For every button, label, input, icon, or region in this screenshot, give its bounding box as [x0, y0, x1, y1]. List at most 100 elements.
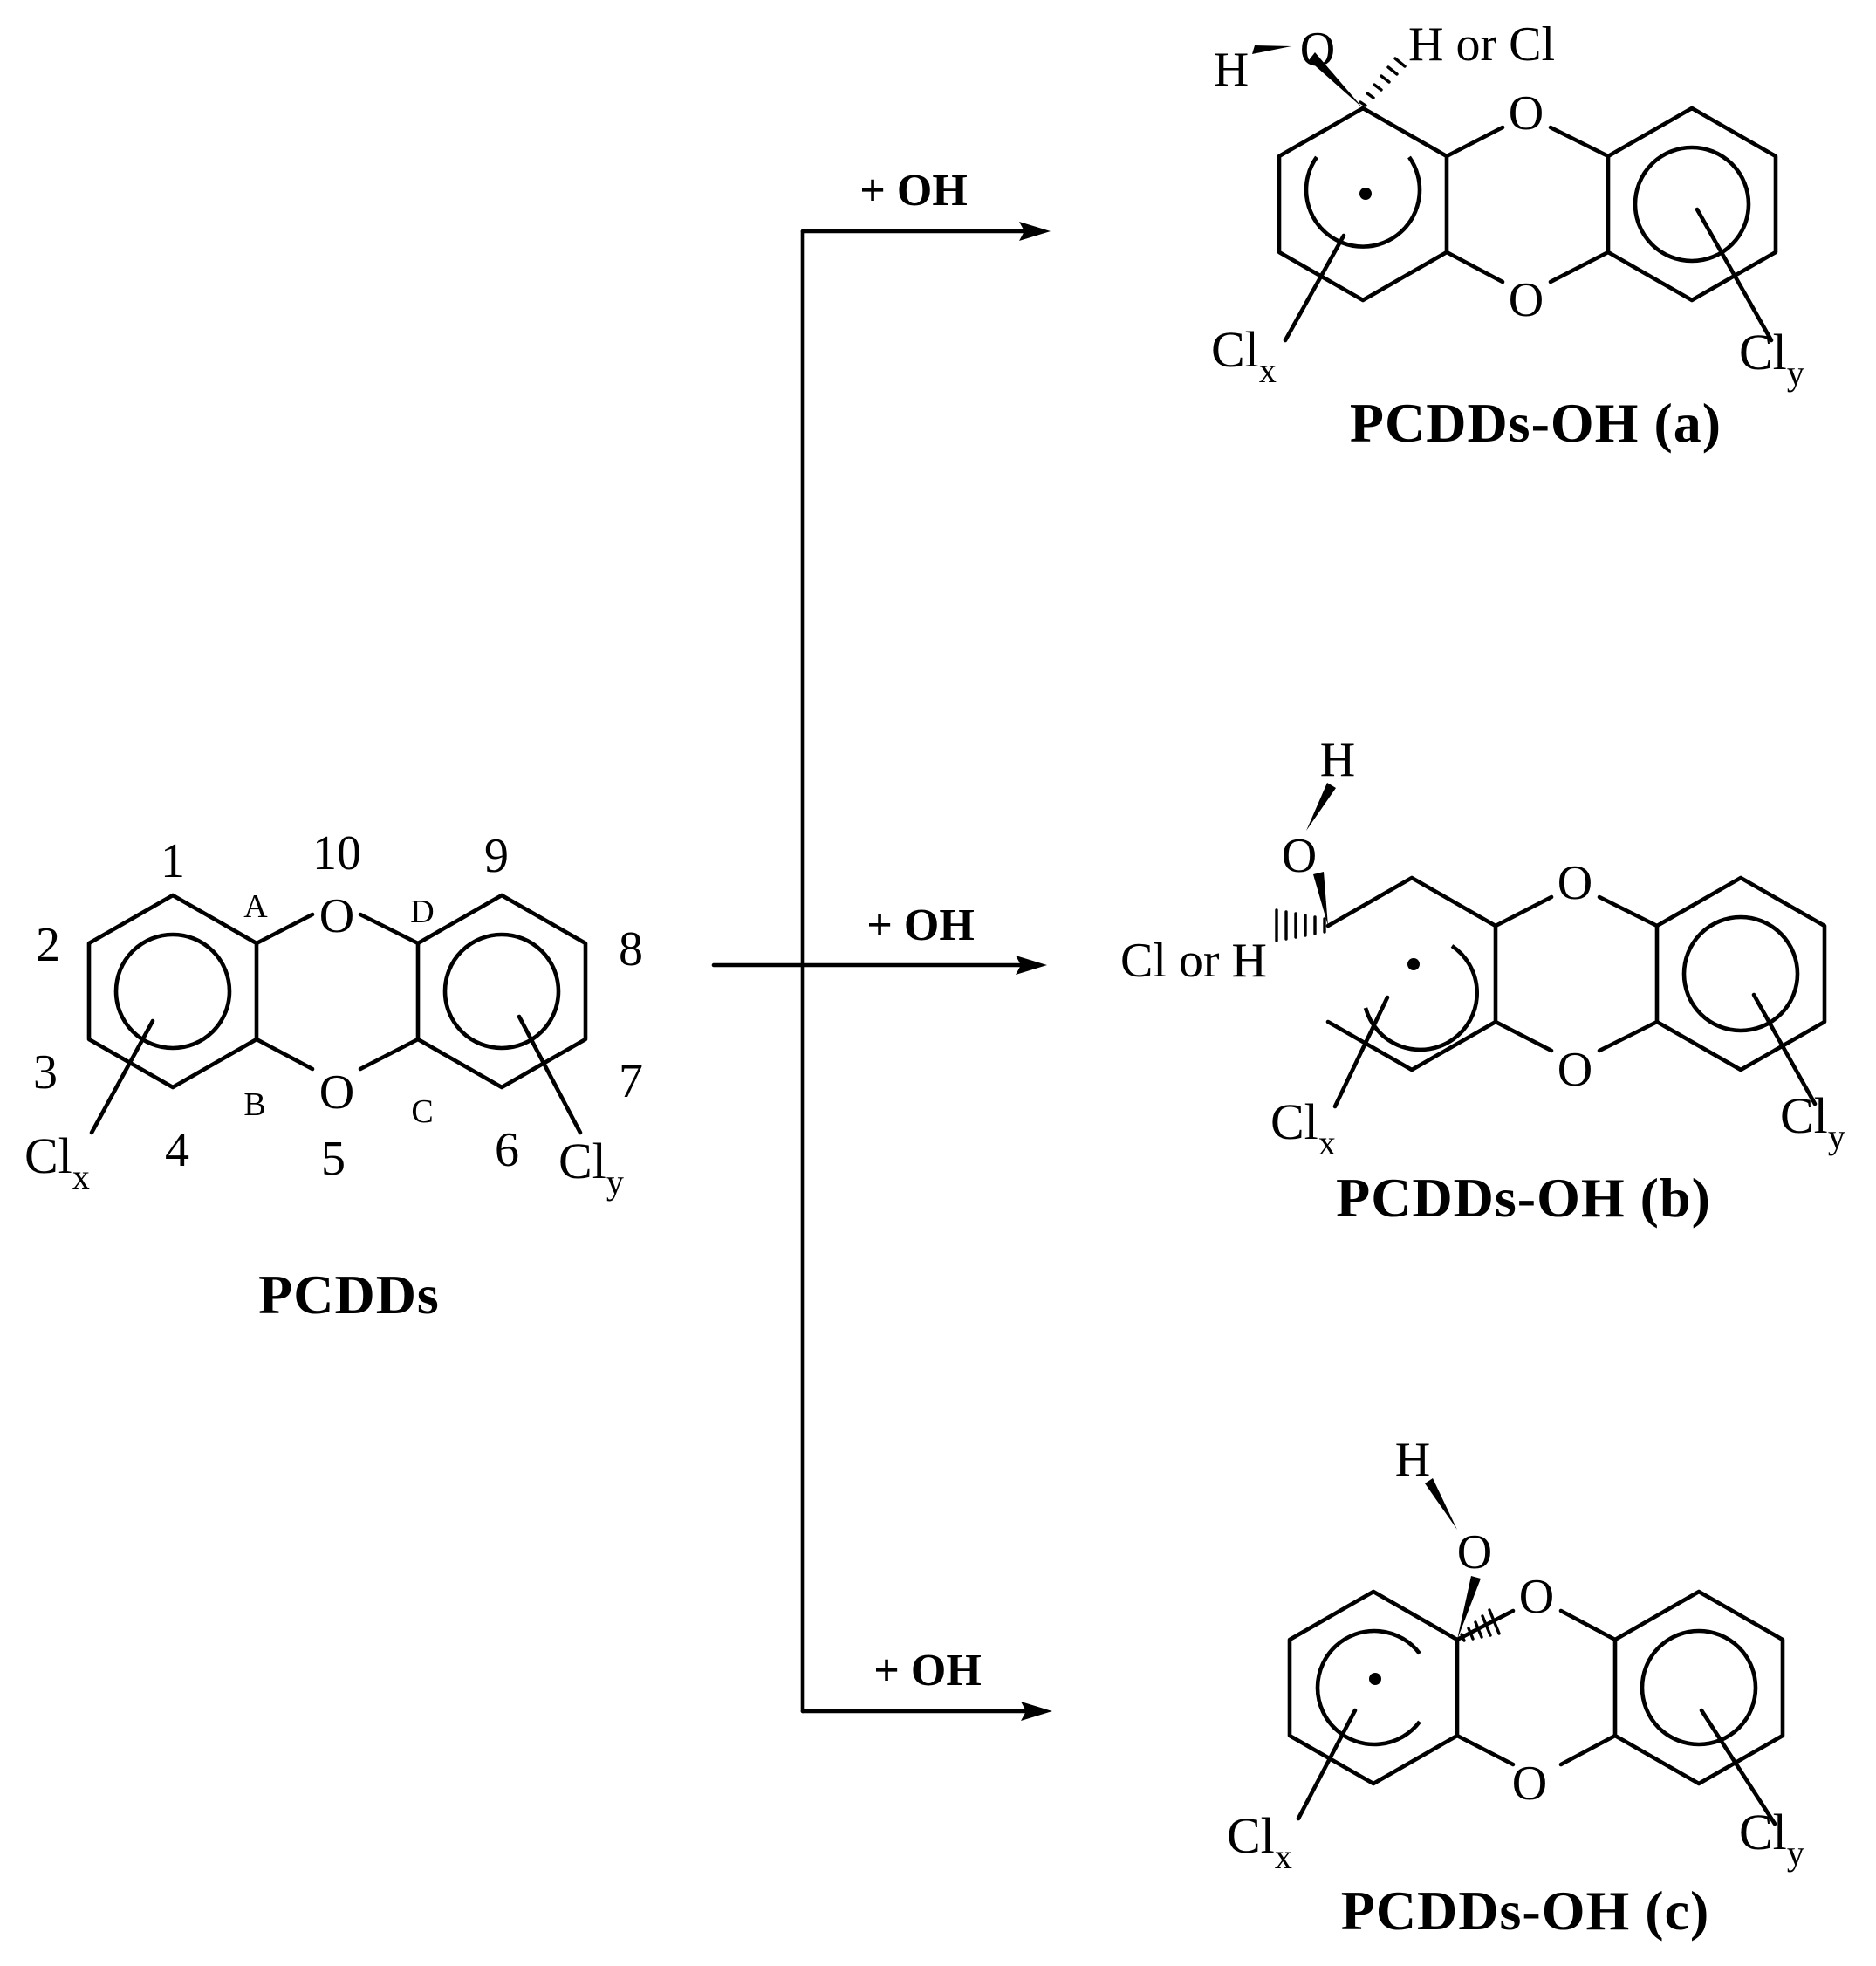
product-c-structure: O O O H Clx Cly PCDDs-OH (c) — [1227, 1433, 1804, 1942]
product-b-cl-y-bond — [1751, 992, 1818, 1106]
product-a-structure: O O O H H or Cl Clx Cly PCDDs-OH (a) — [1211, 17, 1804, 454]
bond-b-o5 — [254, 1037, 315, 1072]
reactant-right-aromatic-circle — [442, 932, 561, 1051]
product-a-oh-wedge — [1252, 45, 1291, 54]
reactant-oxygen-10: O — [319, 889, 354, 943]
product-b-name: PCDDs-OH (b) — [1336, 1167, 1711, 1229]
product-a-bond-o-top-right — [1548, 125, 1611, 159]
ring-label-b: B — [243, 1086, 265, 1123]
product-b-cl-x: Clx — [1270, 1093, 1336, 1162]
product-b-bond-o-bottom-right — [1597, 1019, 1660, 1053]
product-b-oxygen-top: O — [1558, 856, 1592, 910]
product-c-cl-x: Clx — [1227, 1807, 1292, 1876]
product-a-cl-x-bond — [1283, 233, 1346, 343]
product-c-oxygen-bottom: O — [1512, 1757, 1547, 1811]
product-a-oxygen-top: O — [1509, 86, 1544, 140]
position-7: 7 — [619, 1054, 643, 1108]
product-c-name: PCDDs-OH (c) — [1341, 1880, 1710, 1942]
reagent-label-a: + OH — [859, 166, 968, 216]
cl-y-bond — [517, 1014, 583, 1135]
cl-x-bond — [89, 1018, 155, 1135]
position-4: 4 — [165, 1123, 189, 1177]
position-2: 2 — [36, 918, 60, 972]
product-a-radical-ring — [1277, 106, 1449, 303]
arrowhead-product-b — [1016, 956, 1047, 975]
product-b-wedge-bond — [1313, 872, 1328, 926]
product-a-aromatic-circle — [1633, 145, 1751, 264]
product-b-radical-dot — [1407, 958, 1420, 970]
product-a-hashed-bond — [1359, 57, 1407, 107]
product-b-bond-o-top-right — [1597, 894, 1660, 928]
product-b-bond-o-bottom-left — [1493, 1019, 1554, 1053]
ring-label-a: A — [243, 888, 268, 925]
bond-o5-c — [358, 1037, 421, 1072]
reaction-arrows: + OH + OH + OH — [711, 166, 1052, 1721]
product-a-substituent: H or Cl — [1408, 17, 1555, 72]
arrowhead-product-c — [1021, 1702, 1052, 1721]
product-a-bond-o-bottom-right — [1548, 250, 1611, 284]
ring-label-c: C — [411, 1093, 433, 1130]
reactant-structure: O O 1 2 3 4 5 6 7 8 9 10 A B C D Clx Cly… — [24, 826, 643, 1326]
product-b-cl-x-bond — [1332, 995, 1390, 1109]
position-9: 9 — [484, 829, 509, 883]
product-a-bond-o-top-left — [1444, 125, 1505, 159]
reactant-cl-x: Clx — [24, 1127, 90, 1196]
product-a-hydroxyl-hydrogen: H — [1214, 43, 1249, 97]
product-b-bond-o-top-left — [1493, 894, 1554, 928]
product-a-hydroxyl-oxygen: O — [1300, 23, 1335, 77]
product-a-radical-arc — [1304, 155, 1422, 249]
position-8: 8 — [619, 922, 643, 976]
product-a-cl-y: Cly — [1739, 324, 1804, 393]
product-b-oxygen-bottom: O — [1558, 1043, 1592, 1097]
product-b-radical-arc — [1363, 944, 1479, 1052]
reagent-label-c: + OH — [873, 1646, 982, 1695]
position-1: 1 — [161, 834, 185, 888]
product-b-cl-y: Cly — [1780, 1087, 1845, 1156]
product-a-cl-y-bond — [1695, 207, 1774, 343]
product-c-bond-o-bottom-right — [1558, 1733, 1618, 1767]
product-c-radical-dot — [1369, 1673, 1381, 1685]
product-a-radical-dot — [1359, 188, 1372, 200]
product-b-hashed-bond — [1275, 908, 1326, 942]
product-c-aromatic-circle — [1640, 1628, 1758, 1747]
arrowhead-product-a — [1019, 222, 1051, 241]
position-5: 5 — [321, 1132, 346, 1186]
product-c-radical-ring — [1287, 1589, 1460, 1786]
reactant-oxygen-5: O — [319, 1065, 354, 1120]
product-b-hydroxyl-hydrogen: H — [1320, 733, 1355, 787]
product-c-radical-arc — [1315, 1628, 1421, 1747]
product-a-cl-x: Clx — [1211, 321, 1277, 390]
product-c-bond-o-top-right — [1558, 1608, 1618, 1642]
product-a-oxygen-bottom: O — [1509, 273, 1544, 327]
product-c-oh-wedge — [1425, 1478, 1457, 1530]
product-c-cl-x-bond — [1296, 1708, 1358, 1821]
bond-a-o10 — [254, 912, 315, 946]
product-b-aromatic-circle — [1681, 914, 1800, 1033]
position-6: 6 — [495, 1123, 519, 1177]
product-c-hashed-bond — [1460, 1608, 1501, 1642]
product-c-hydroxyl-hydrogen: H — [1395, 1433, 1430, 1487]
product-c-oxygen-top: O — [1519, 1570, 1554, 1624]
position-3: 3 — [33, 1045, 58, 1099]
reactant-cl-y: Cly — [558, 1133, 624, 1202]
bond-o10-d — [358, 912, 421, 946]
product-a-bond-o-bottom-left — [1444, 250, 1505, 284]
product-b-hydroxyl-oxygen: O — [1282, 829, 1317, 883]
product-c-bond-o-bottom-left — [1455, 1733, 1516, 1767]
position-10: 10 — [312, 826, 361, 880]
product-a-wedge-bond — [1309, 52, 1363, 108]
reactant-name: PCDDs — [258, 1264, 440, 1326]
reactant-left-aromatic-circle — [113, 932, 232, 1051]
product-a-name: PCDDs-OH (a) — [1350, 392, 1722, 454]
product-b-oh-wedge — [1306, 783, 1336, 831]
reagent-label-b: + OH — [866, 901, 975, 950]
product-b-structure: O O O H Cl or H Clx Cly PCDDs-OH (b) — [1120, 733, 1845, 1229]
product-c-cl-y-bond — [1699, 1708, 1777, 1826]
product-c-wedge-bond — [1457, 1576, 1481, 1640]
product-c-hydroxyl-oxygen: O — [1457, 1525, 1492, 1579]
product-c-cl-y: Cly — [1739, 1804, 1804, 1873]
product-b-substituent: Cl or H — [1120, 934, 1267, 988]
product-b-radical-ring — [1325, 875, 1498, 1072]
ring-label-d: D — [410, 894, 434, 930]
